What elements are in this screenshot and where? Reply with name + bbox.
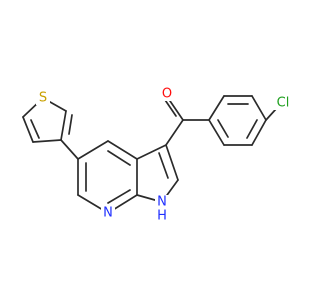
bond-n7-c7a-inner xyxy=(107,189,131,204)
bond-ar-c6-c1-inner xyxy=(217,119,229,138)
chlorine-atom-label: Cl xyxy=(277,96,290,111)
bond-carbonyl-o xyxy=(167,97,184,121)
sulfur-atom-label: S xyxy=(39,91,47,106)
pyrrole-nh-hydrogen-label: H xyxy=(157,209,167,224)
bond-ar-c3-c4 xyxy=(251,95,267,121)
pyridine-nitrogen-label: N xyxy=(103,206,113,221)
bond-c3-c2 xyxy=(165,144,179,181)
bond-ar-c6-c1 xyxy=(208,119,225,146)
bond-th-c3-c2-inner xyxy=(68,114,73,135)
oxygen-atom-label: O xyxy=(162,87,172,102)
bond-c3-c2-inner xyxy=(158,152,169,179)
bond-th-c4-c3 xyxy=(32,139,62,143)
bond-c3-carbonyl xyxy=(165,119,184,146)
bond-ar-c4-c5-inner xyxy=(246,119,258,139)
bond-c3a-c4-inner xyxy=(107,150,131,166)
bond-c5-thienyl xyxy=(60,139,79,160)
bond-layer xyxy=(22,93,277,214)
pyrrole-nitrogen-label: N xyxy=(157,195,167,210)
bond-th-c5-c4-inner xyxy=(30,119,40,139)
atom-label-layer: O Cl S N N H xyxy=(36,87,294,224)
bond-ar-cl xyxy=(265,108,277,121)
bond-ar-c4-c5 xyxy=(251,119,267,146)
molecule-structure-diagram: O Cl S N N H xyxy=(22,86,294,224)
bond-c3a-c4 xyxy=(107,140,138,160)
bond-ar-c1-c2 xyxy=(208,95,225,121)
bond-th-c3-c2 xyxy=(60,110,67,141)
bond-c4-c5 xyxy=(77,140,109,160)
bond-th-c5-c4 xyxy=(22,116,34,143)
bond-c3a-c3 xyxy=(136,144,167,160)
